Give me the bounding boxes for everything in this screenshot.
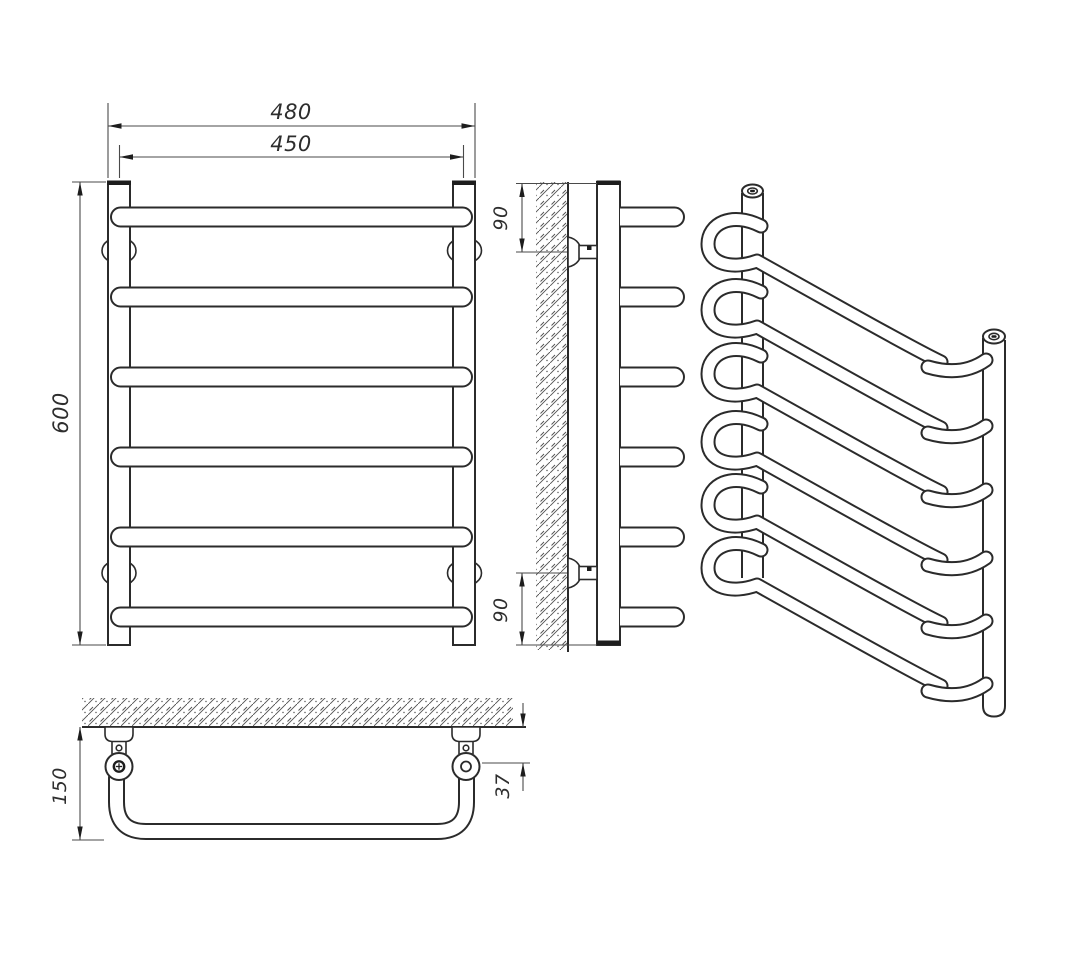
perspective-rungs (700, 212, 994, 703)
side-rung-stubs (620, 206, 685, 628)
top-dimensions: 150 37 (49, 703, 530, 841)
top-bracket-right (451, 726, 481, 754)
side-dimensions: 90 90 (490, 182, 597, 646)
top-pivot-left (104, 752, 134, 781)
front-dimensions: 480 450 600 (49, 100, 476, 646)
wall-hatch (536, 182, 568, 650)
dim-top-bracket-offset: 37 (492, 773, 514, 798)
side-bracket-bottom (567, 557, 598, 589)
top-bracket-left (104, 726, 134, 754)
dim-side-offset-bottom: 90 (490, 597, 512, 622)
top-pivot-right (451, 752, 481, 781)
side-post-bottom-cap (596, 640, 621, 645)
wall-hatch (82, 698, 513, 727)
top-view (82, 698, 526, 840)
dim-front-height: 600 (49, 392, 73, 434)
front-right-post-cap (452, 180, 476, 185)
perspective-view (700, 183, 1006, 718)
perspective-right-post-top (982, 328, 1006, 345)
side-view (536, 180, 685, 652)
front-rungs (110, 206, 473, 628)
dim-front-width-outer: 480 (270, 100, 312, 124)
front-left-post-cap (107, 180, 131, 185)
side-post-top-cap (596, 180, 621, 185)
top-rail-tube (108, 769, 475, 840)
side-post (596, 181, 621, 646)
dim-front-width-inner: 450 (270, 132, 312, 156)
front-view (101, 180, 483, 646)
dim-top-depth: 150 (49, 767, 71, 805)
front-right-post (452, 181, 476, 646)
perspective-left-post-top (741, 183, 764, 199)
dim-side-offset-top: 90 (490, 205, 512, 230)
side-bracket-top (567, 236, 598, 268)
front-left-post (107, 181, 131, 646)
perspective-right-post (982, 338, 1006, 718)
